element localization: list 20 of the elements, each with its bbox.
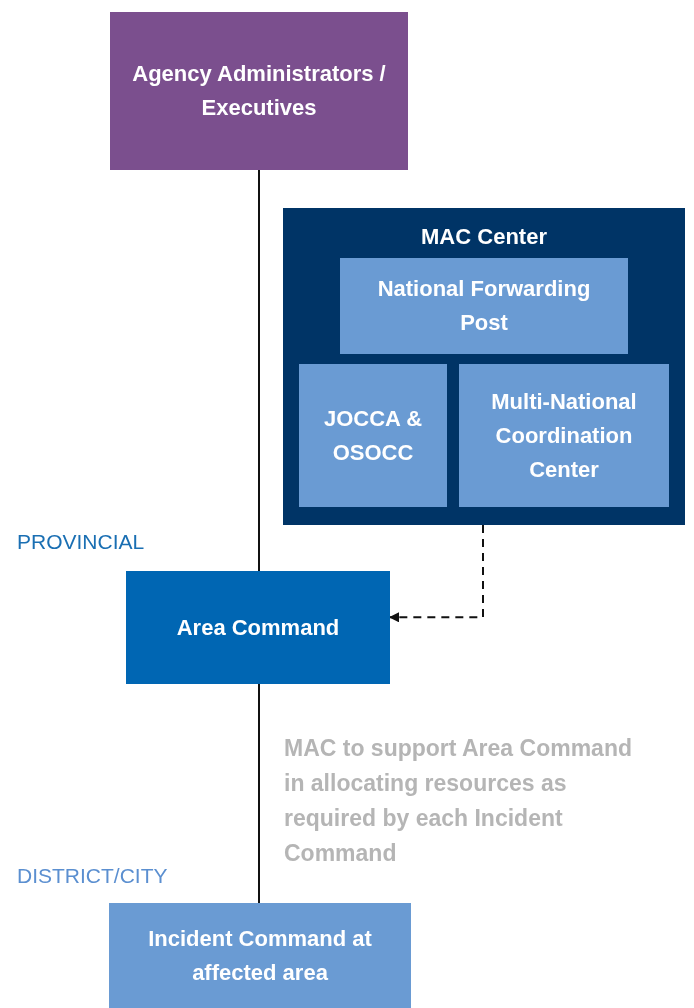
node-label: Incident Command at affected area — [147, 924, 373, 987]
process-box — [459, 364, 669, 507]
node-label: National Forwarding Post — [376, 275, 592, 337]
note-text: MAC to support Area Command in allocating resources as required by each Incident Command — [284, 734, 633, 868]
node-label: Multi-National Coordination Center — [490, 387, 638, 484]
group-panel — [283, 208, 685, 525]
connector-line — [258, 169, 260, 572]
node-label: Area Command — [175, 613, 341, 642]
level-label: DISTRICT/CITY — [17, 863, 168, 889]
level-label: PROVINCIAL — [17, 529, 145, 555]
process-box — [109, 903, 411, 1008]
connector-line — [258, 683, 260, 904]
process-box — [126, 571, 390, 684]
node-label: Agency Administrators / Executives — [131, 60, 387, 122]
process-box — [299, 364, 447, 507]
process-box — [340, 258, 628, 354]
node-label: MAC Center — [420, 223, 548, 251]
process-box — [110, 12, 408, 170]
node-label: JOCCA & OSOCC — [322, 404, 424, 467]
arrow — [389, 524, 484, 623]
